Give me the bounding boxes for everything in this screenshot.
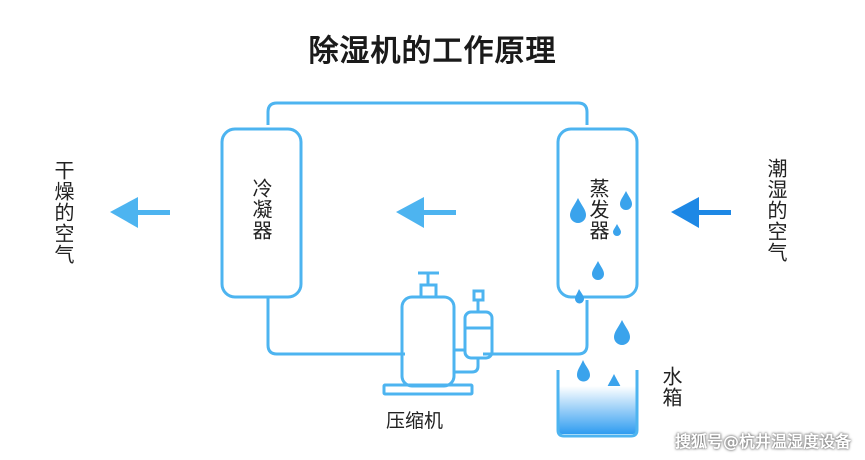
condenser-box <box>220 127 303 299</box>
compressor-label: 压缩机 <box>386 410 444 432</box>
arrow-dry-air <box>110 197 170 228</box>
droplet-icon <box>613 224 621 236</box>
droplet-icon <box>577 360 590 382</box>
watermark: 搜狐号@杭井温湿度设备 <box>674 432 851 451</box>
humid-air-label: 潮湿的空气 <box>764 158 788 263</box>
arrow-humid-air <box>671 197 731 228</box>
droplet-icon <box>575 289 584 304</box>
pipe-top <box>266 101 589 125</box>
arrow-middle <box>396 197 456 228</box>
evaporator-box <box>556 127 639 299</box>
diagram-title: 除湿机的工作原理 <box>308 34 557 69</box>
water-tank-label: 水箱 <box>659 366 683 408</box>
droplet-icon <box>570 198 586 223</box>
droplet-icon <box>592 261 604 280</box>
condenser-label: 冷凝器 <box>249 178 273 241</box>
evaporator-label: 蒸发器 <box>586 178 610 241</box>
pipe-bottom-right <box>483 300 589 356</box>
water-tank <box>556 370 639 438</box>
compressor-icon <box>382 271 494 396</box>
pipe-bottom-left <box>266 298 405 356</box>
droplet-icon <box>620 191 632 210</box>
droplet-icon <box>614 320 630 345</box>
dry-air-label: 干燥的空气 <box>51 160 75 265</box>
